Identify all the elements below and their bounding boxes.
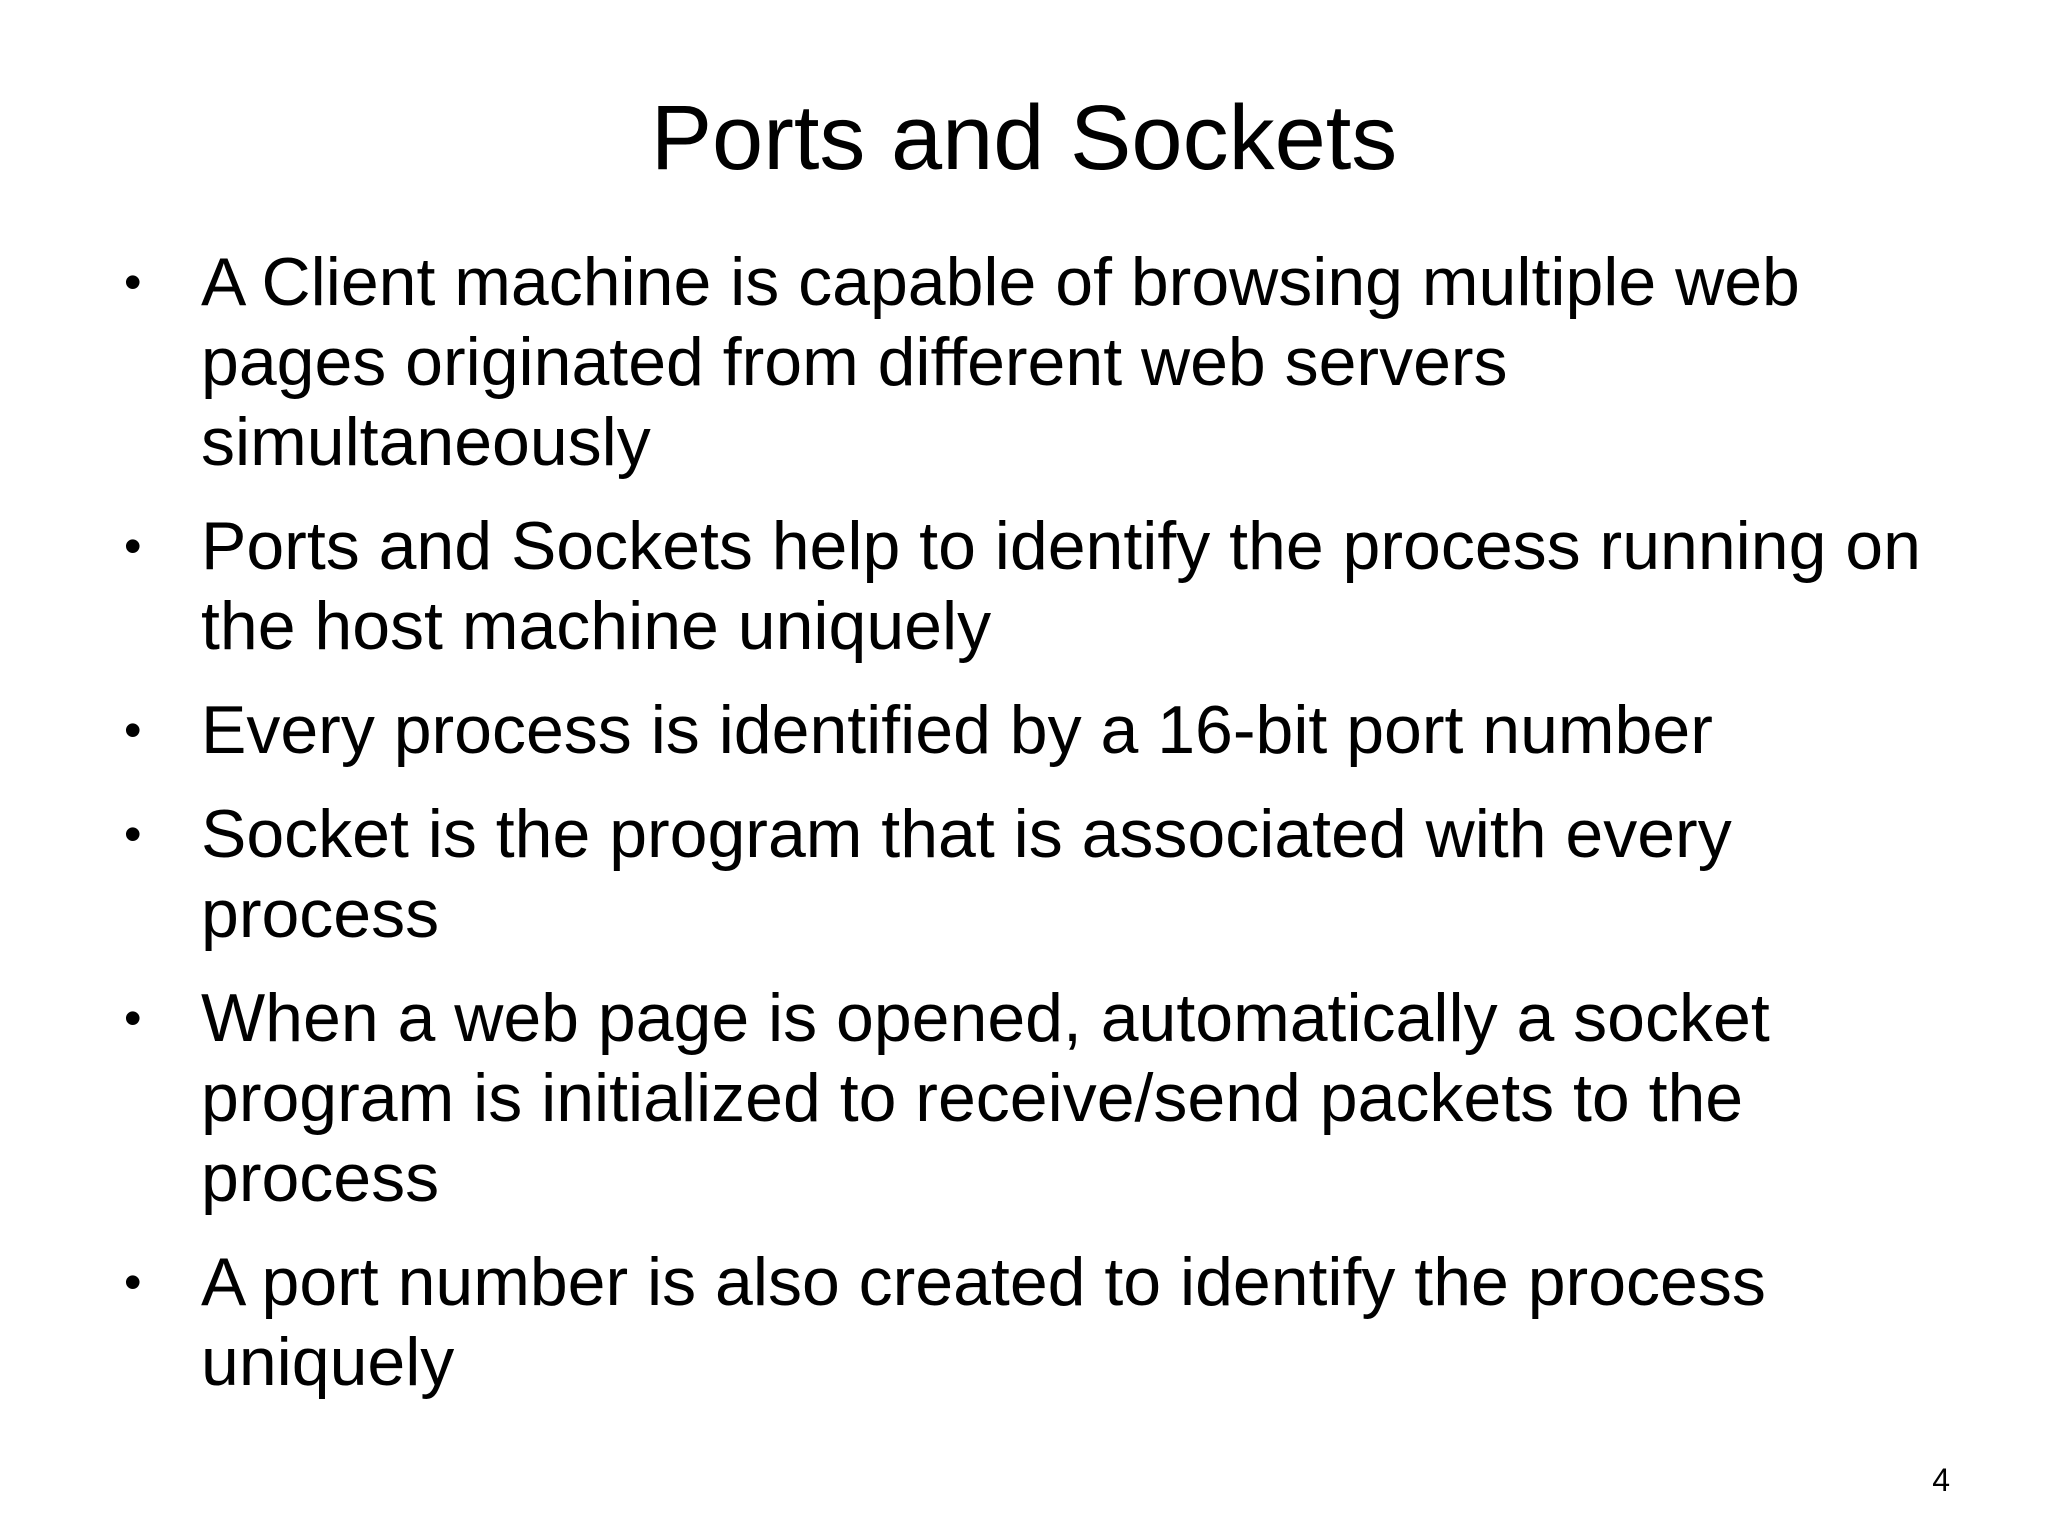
bullet-icon: • xyxy=(124,702,142,758)
bullet-icon: • xyxy=(124,1254,142,1310)
bullet-item: • Every process is identified by a 16-bi… xyxy=(0,690,2048,770)
bullet-text: A port number is also created to identif… xyxy=(201,1244,1766,1400)
bullet-item: • A Client machine is capable of browsin… xyxy=(0,242,2048,482)
bullet-list: • A Client machine is capable of browsin… xyxy=(0,242,2048,1426)
bullet-text: Ports and Sockets help to identify the p… xyxy=(201,508,1921,664)
bullet-icon: • xyxy=(124,518,142,574)
slide-title: Ports and Sockets xyxy=(650,87,1398,189)
bullet-icon: • xyxy=(124,990,142,1046)
bullet-text: When a web page is opened, automatically… xyxy=(201,980,1770,1216)
bullet-text: Socket is the program that is associated… xyxy=(201,796,1732,952)
bullet-icon: • xyxy=(124,254,142,310)
bullet-item: • Ports and Sockets help to identify the… xyxy=(0,506,2048,666)
page-number: 4 xyxy=(1932,1462,1950,1498)
bullet-text: A Client machine is capable of browsing … xyxy=(201,244,1800,480)
bullet-text: Every process is identified by a 16-bit … xyxy=(201,692,1713,768)
bullet-icon: • xyxy=(124,806,142,862)
bullet-item: • When a web page is opened, automatical… xyxy=(0,978,2048,1218)
bullet-item: • A port number is also created to ident… xyxy=(0,1242,2048,1402)
bullet-item: • Socket is the program that is associat… xyxy=(0,794,2048,954)
